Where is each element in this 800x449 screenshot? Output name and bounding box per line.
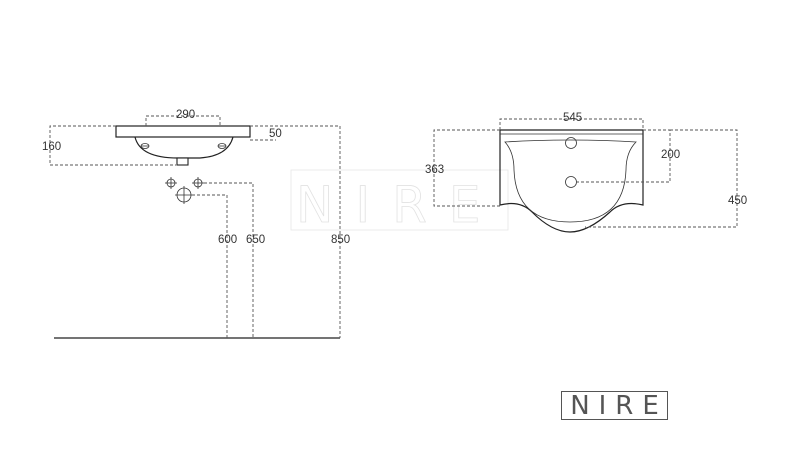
- dim-line-850: [250, 125, 341, 338]
- basin-bowl: [504, 139, 637, 223]
- tap-hole-marker-left: [140, 143, 150, 149]
- dim-label-600: 600: [218, 234, 237, 246]
- dim-label-650: 650: [246, 234, 265, 246]
- dim-label-850: 850: [331, 234, 350, 246]
- drain-outlet: [175, 186, 193, 204]
- dim-line-363: [433, 129, 500, 207]
- dim-label-290: 290: [176, 109, 195, 121]
- brand-logo: NIRE: [561, 391, 668, 420]
- dim-line-650: [204, 182, 254, 338]
- dim-line-600: [192, 194, 228, 338]
- dim-line-545: [499, 118, 644, 130]
- basin-top-outline: [499, 129, 644, 233]
- dim-label-200: 200: [661, 149, 680, 161]
- watermark: NIRE: [290, 169, 509, 234]
- water-inlet-right: [192, 177, 204, 189]
- watermark-text: NIRE: [296, 176, 502, 234]
- tap-hole: [565, 137, 577, 149]
- basin-profile: [115, 125, 251, 166]
- dim-line-160: [49, 125, 176, 166]
- water-inlet-left: [165, 177, 177, 189]
- dim-line-290: [145, 115, 221, 126]
- dim-label-363: 363: [425, 164, 444, 176]
- dim-label-545: 545: [563, 112, 582, 124]
- dim-label-50: 50: [269, 128, 282, 140]
- dim-label-160: 160: [42, 141, 61, 153]
- top-view: 545 363 200 450: [425, 112, 747, 233]
- dim-label-450: 450: [728, 195, 747, 207]
- side-view: 290 50 160 850 650 600: [42, 109, 350, 339]
- dim-line-200: [577, 129, 671, 183]
- tap-hole-marker-right: [217, 143, 227, 149]
- drain-hole: [565, 176, 577, 188]
- dim-line-450: [585, 129, 738, 228]
- brand-logo-text: NIRE: [570, 390, 668, 421]
